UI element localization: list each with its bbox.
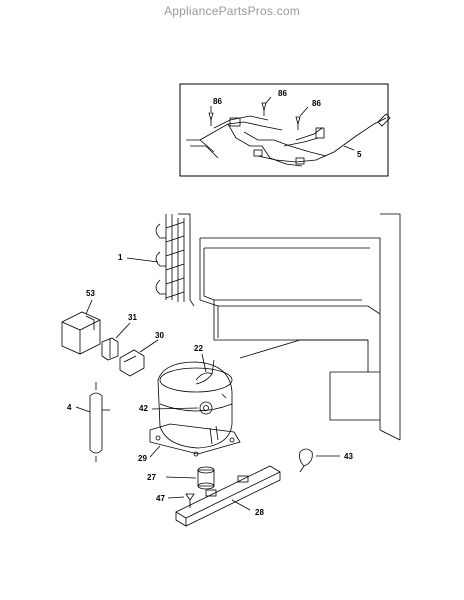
callout-22: 22 bbox=[194, 344, 203, 353]
compressor bbox=[149, 353, 241, 458]
callout-53: 53 bbox=[86, 289, 95, 298]
callout-86-middle: 86 bbox=[278, 89, 287, 98]
callout-43: 43 bbox=[344, 452, 353, 461]
callout-5: 5 bbox=[357, 150, 362, 159]
callout-86-left: 86 bbox=[213, 97, 222, 106]
callout-47: 47 bbox=[156, 494, 165, 503]
cabinet-outline bbox=[178, 213, 401, 441]
start-relay bbox=[119, 339, 159, 377]
callout-42: 42 bbox=[139, 404, 148, 413]
callout-31: 31 bbox=[128, 313, 137, 322]
mounting-screw bbox=[167, 493, 195, 508]
filter-drier bbox=[75, 382, 110, 462]
wiring-harness-inset bbox=[179, 83, 391, 177]
relay-cover bbox=[61, 299, 101, 355]
callout-29: 29 bbox=[138, 454, 147, 463]
callout-27: 27 bbox=[147, 473, 156, 482]
condenser-coil bbox=[126, 214, 185, 302]
overload-protector bbox=[101, 322, 131, 361]
callout-4: 4 bbox=[67, 403, 72, 412]
callout-labels: 86 86 86 5 1 53 31 30 22 4 42 29 27 47 2… bbox=[67, 89, 362, 517]
callout-86-right: 86 bbox=[312, 99, 321, 108]
tubing-clamp bbox=[299, 448, 340, 473]
compressor-mounting-plate bbox=[175, 465, 281, 527]
callout-1: 1 bbox=[118, 253, 123, 262]
callout-28: 28 bbox=[255, 508, 264, 517]
site-watermark: AppliancePartsPros.com bbox=[164, 4, 300, 18]
callout-30: 30 bbox=[155, 331, 164, 340]
grommet bbox=[165, 466, 215, 490]
